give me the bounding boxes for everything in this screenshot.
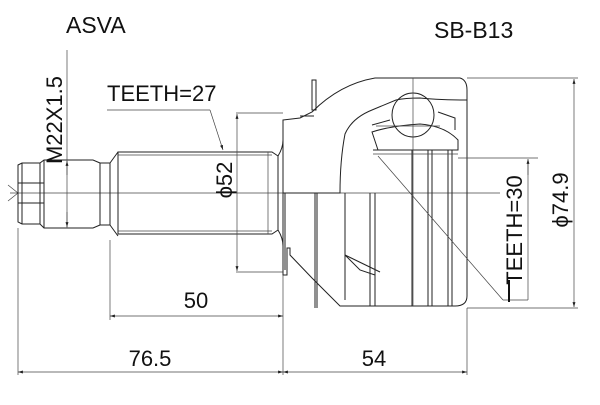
dimension-76-5-label: 76.5: [129, 346, 172, 371]
outer-spline-teeth-label: TEETH=27: [107, 81, 216, 106]
dimension-54-label: 54: [362, 346, 386, 371]
part-number-label: SB-B13: [434, 17, 513, 43]
housing-body: [282, 77, 468, 308]
inner-spline-leader: [377, 155, 504, 301]
dimension-50-label: 50: [184, 288, 208, 313]
ball-and-cage: [371, 78, 459, 306]
splined-shaft: [117, 122, 284, 268]
shaft-diameter-label: ϕ52: [212, 162, 237, 199]
thread-size-label: M22X1.5: [42, 76, 67, 164]
inner-spline-teeth-label: TEETH=30: [502, 175, 527, 284]
brand-label: ASVA: [66, 12, 126, 38]
outer-diameter-label: ϕ74.9: [548, 172, 573, 227]
threaded-end: [17, 151, 119, 237]
